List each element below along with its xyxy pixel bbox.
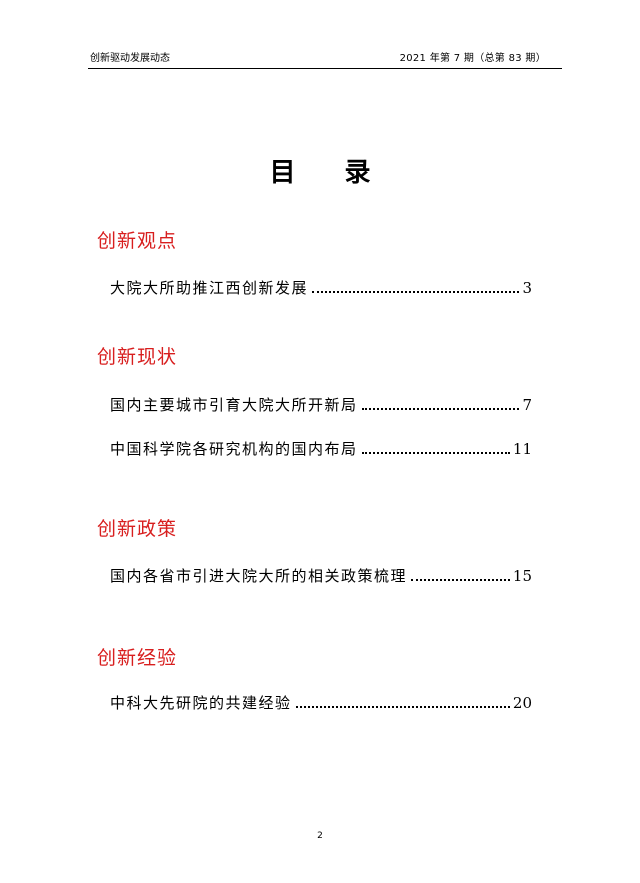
toc-entry[interactable]: 中国科学院各研究机构的国内布局 11 [110, 438, 532, 460]
toc-leader-dots [361, 452, 510, 454]
toc-entry-text: 大院大所助推江西创新发展 [110, 279, 309, 297]
header-publication-name: 创新驱动发展动态 [90, 53, 170, 64]
toc-entry-text: 中国科学院各研究机构的国内布局 [110, 440, 358, 458]
toc-leader-dots [295, 706, 510, 708]
toc-leader-dots [411, 579, 510, 581]
toc-entry[interactable]: 大院大所助推江西创新发展 3 [110, 277, 532, 299]
toc-entry-page: 3 [522, 279, 532, 297]
section-title-policy: 创新政策 [97, 518, 178, 540]
toc-entry[interactable]: 国内各省市引进大院大所的相关政策梳理 15 [110, 565, 532, 587]
page-number: 2 [317, 831, 323, 841]
section-title-status: 创新现状 [97, 346, 178, 368]
toc-entry-page: 11 [512, 440, 532, 458]
toc-entry[interactable]: 中科大先研院的共建经验 20 [110, 692, 532, 714]
header-issue-info: 2021 年第 7 期（总第 83 期） [399, 53, 546, 64]
page-title: 目 录 [269, 158, 391, 188]
section-title-experience: 创新经验 [97, 647, 178, 669]
toc-entry[interactable]: 国内主要城市引育大院大所开新局 7 [110, 394, 532, 416]
toc-entry-text: 中科大先研院的共建经验 [110, 694, 292, 712]
toc-leader-dots [361, 408, 520, 410]
header-rule [88, 68, 562, 69]
toc-entry-text: 国内主要城市引育大院大所开新局 [110, 396, 358, 414]
toc-entry-page: 20 [512, 694, 532, 712]
toc-leader-dots [312, 291, 520, 293]
toc-entry-page: 15 [512, 567, 532, 585]
section-title-viewpoint: 创新观点 [97, 230, 178, 252]
running-header: 创新驱动发展动态 2021 年第 7 期（总第 83 期） [88, 51, 562, 67]
toc-entry-page: 7 [522, 396, 532, 414]
toc-entry-text: 国内各省市引进大院大所的相关政策梳理 [110, 567, 408, 585]
